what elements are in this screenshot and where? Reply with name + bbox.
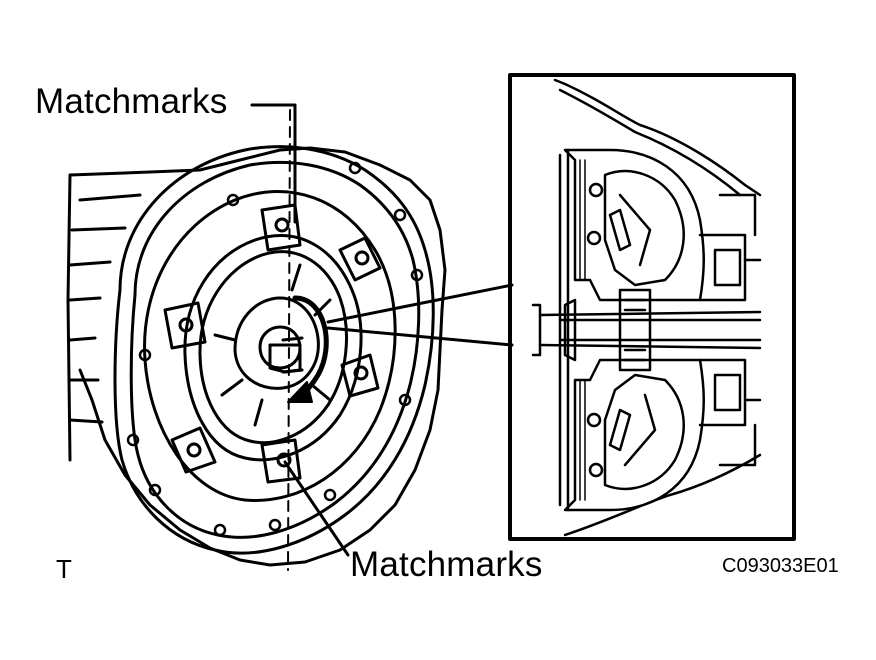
matchmark-boss-top: [260, 203, 302, 252]
matchmark-boss-bottom: [260, 438, 302, 484]
section-edge: [579, 159, 586, 501]
figure-code-label: C093033E01: [722, 555, 839, 577]
bolt-boss-right-bottom: [340, 353, 380, 398]
leader-line-bottom: [283, 460, 350, 557]
alignment-centerline: [287, 109, 291, 571]
matchmarks-label-bottom: Matchmarks: [350, 545, 543, 584]
cross-section-detail: [508, 73, 796, 541]
bolt-boss-right-top: [338, 236, 382, 282]
curved-arrow-icon: [287, 295, 329, 403]
torque-converter: [143, 190, 397, 502]
transmission-case: [66, 145, 447, 567]
leader-line-top: [250, 103, 297, 224]
view-code-label: T: [56, 554, 72, 584]
bolt-boss-left-bottom: [170, 426, 217, 474]
matchmarks-label-top: Matchmarks: [35, 82, 228, 121]
bolt-boss-left: [163, 301, 207, 350]
detail-callout-lines: [326, 283, 514, 347]
